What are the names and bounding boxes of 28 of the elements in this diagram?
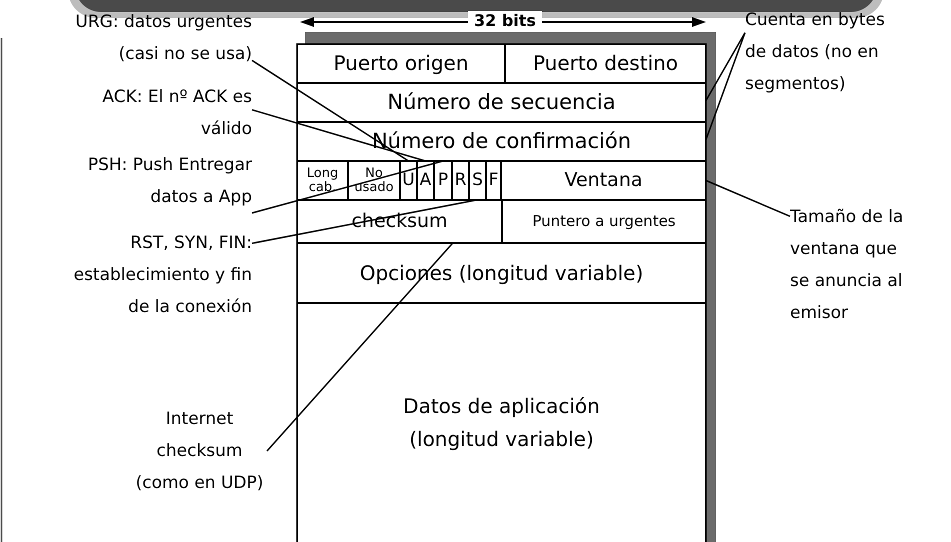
leader-line <box>252 60 409 162</box>
annotation-text: Tamaño de la ventana que se anuncia al emisor <box>790 201 915 329</box>
header-field: P <box>434 161 452 200</box>
header-field: Long cab. <box>297 161 348 200</box>
header-field: Ventana <box>501 161 706 200</box>
leader-line <box>252 160 444 214</box>
header-field: Puerto origen <box>297 44 505 83</box>
leader-line <box>705 32 746 101</box>
header-field: A <box>417 161 434 200</box>
header-field: Número de secuencia <box>297 83 706 122</box>
annotation-text: Cuenta en bytes de datos (no en segmentos) <box>745 4 900 100</box>
data-field: Datos de aplicación (longitud variable) <box>297 303 706 542</box>
leader-line <box>705 32 746 140</box>
annotation-text: Internet checksum (como en UDP) <box>132 403 267 499</box>
leader-line <box>266 242 454 452</box>
annotation-text: ACK: El nº ACK es válido <box>102 81 252 145</box>
header-field: checksum <box>297 200 502 243</box>
annotation-text: PSH: Push Entregar datos a App <box>87 149 252 213</box>
header-field: Puerto destino <box>505 44 706 83</box>
annotation-text: RST, SYN, FIN: establecimiento y fin de la conexión <box>62 227 252 323</box>
header-field: S <box>469 161 486 200</box>
leader-line <box>706 180 790 218</box>
header-field: No usado <box>348 161 400 200</box>
annotation-text: URG: datos urgentes (casi no se usa) <box>57 6 252 70</box>
header-field: U <box>400 161 417 200</box>
header-field: F <box>486 161 501 200</box>
header-field: R <box>452 161 469 200</box>
header-field: Puntero a urgentes <box>502 200 706 243</box>
